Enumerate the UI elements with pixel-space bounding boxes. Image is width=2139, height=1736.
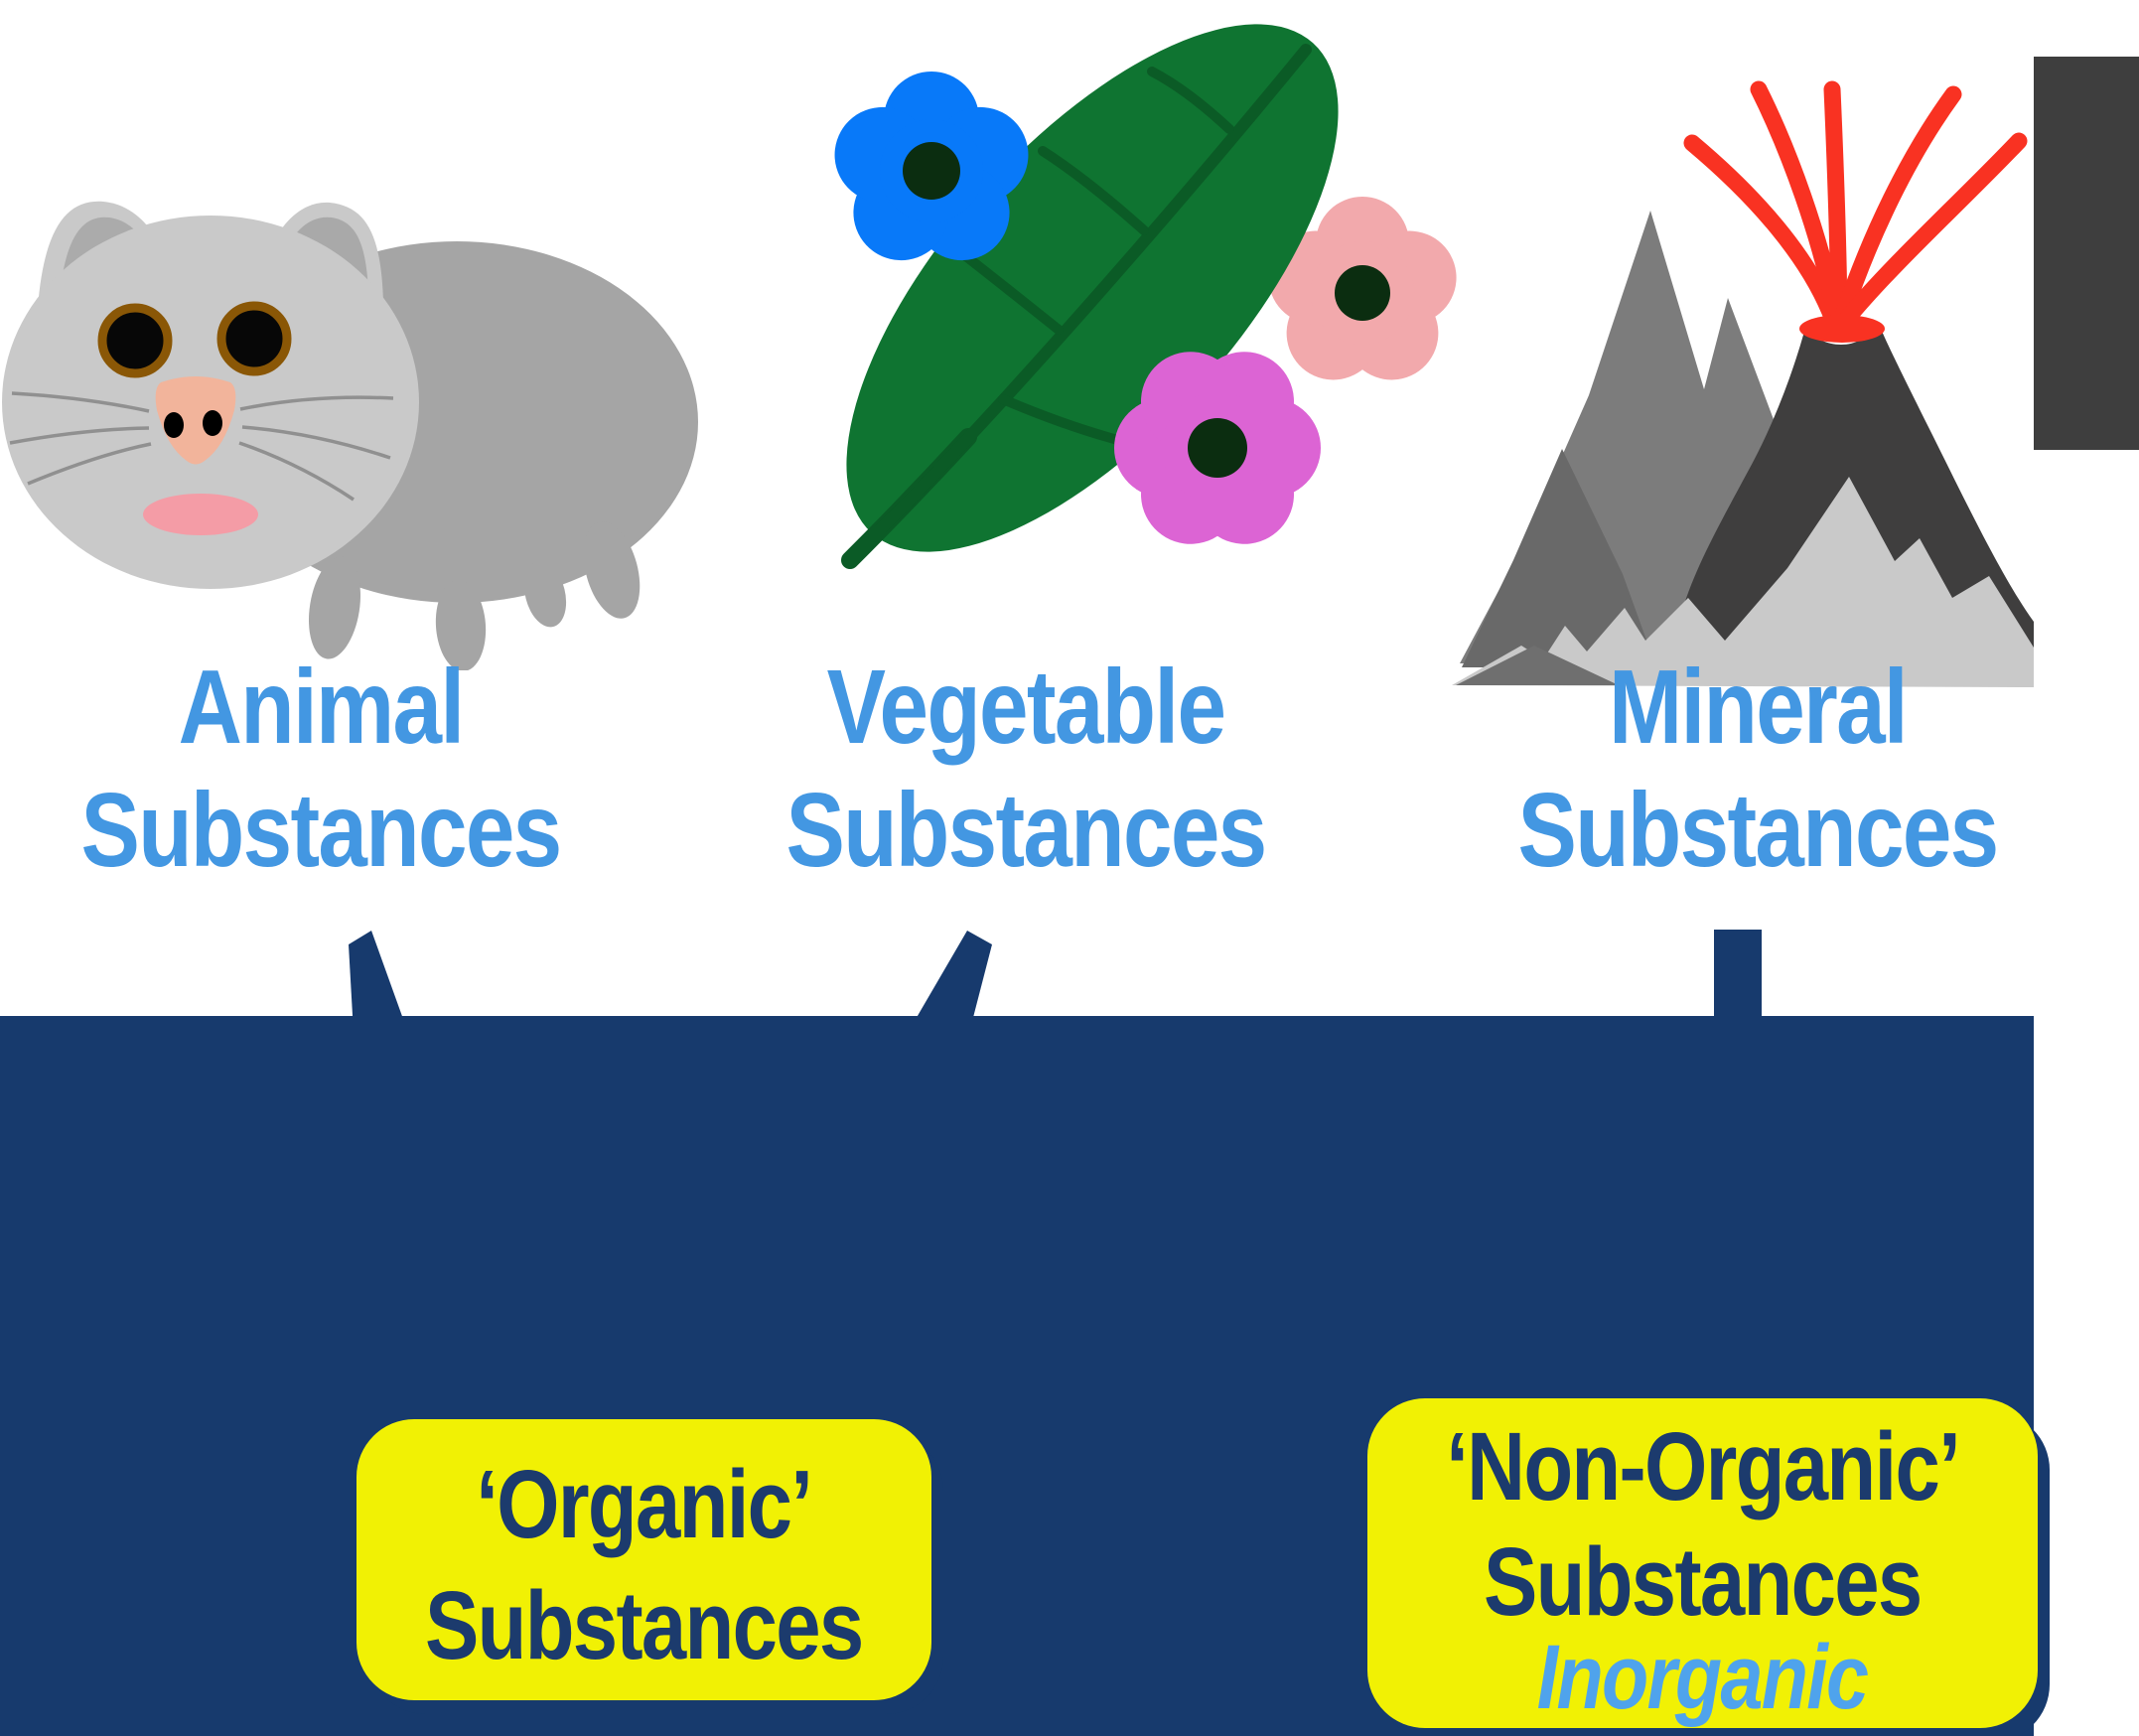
volcano-mountains-icon	[1452, 80, 2034, 687]
box-line: Substances	[1484, 1527, 1923, 1636]
cat-head	[2, 216, 419, 589]
blue-flower-icon	[834, 72, 1029, 261]
leaf-and-flowers-icon	[834, 24, 1457, 569]
foreground-ridge	[1452, 477, 2034, 687]
label-mineral-substances: Mineral Substances	[1440, 646, 2075, 892]
left-dark-mountain	[1462, 449, 1656, 667]
label-line: Substances	[1517, 772, 1999, 889]
connector-vegetable	[908, 931, 992, 1033]
connector-lines	[349, 930, 1762, 1033]
cat-whiskers	[9, 391, 394, 502]
box-line: Substances	[425, 1570, 864, 1679]
crater-lava	[1799, 315, 1885, 343]
non-organic-substances-box: ‘Non-Organic’ Substances Inorganic	[1367, 1398, 2038, 1728]
inorganic-note: Inorganic	[1537, 1627, 1869, 1728]
cat-icon	[2, 201, 698, 670]
organic-substances-box: ‘Organic’ Substances	[356, 1419, 931, 1700]
label-line: Substances	[785, 772, 1267, 889]
label-line: Substances	[80, 772, 562, 889]
lava-streaks	[1683, 80, 2028, 329]
front-left-wedge	[1456, 646, 1619, 685]
dark-edge-strip	[2034, 57, 2139, 450]
label-line: Vegetable	[826, 649, 1226, 766]
magenta-flower-icon	[1114, 352, 1321, 544]
connector-animal	[349, 931, 408, 1033]
box-line: ‘Non-Organic’	[1446, 1412, 1961, 1520]
connector-mineral	[1714, 930, 1762, 1033]
label-animal-substances: Animal Substances	[3, 646, 639, 892]
label-line: Mineral	[1609, 649, 1909, 766]
label-vegetable-substances: Vegetable Substances	[708, 646, 1344, 892]
label-line: Animal	[178, 649, 465, 766]
box-line: ‘Organic’	[476, 1449, 813, 1558]
